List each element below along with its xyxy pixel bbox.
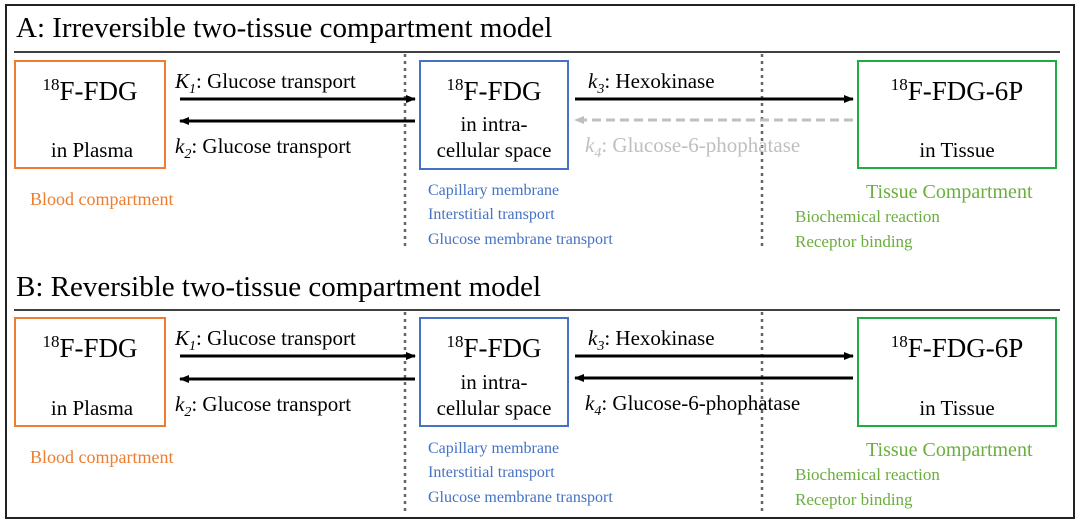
- intra-box-title: 18F-FDG: [446, 332, 541, 363]
- intra-box-location-line1: in intra-: [460, 370, 527, 394]
- k2-label: k2: Glucose transport: [175, 134, 351, 162]
- k2-label: k2: Glucose transport: [175, 392, 351, 420]
- intra-note-3: Glucose membrane transport: [428, 231, 613, 248]
- isotope-mass: 18: [42, 75, 59, 94]
- plasma-compartment-box: 18F-FDG in Plasma: [14, 317, 166, 427]
- k1-label: K1: Glucose transport: [174, 326, 356, 354]
- compound-name: F-FDG: [463, 333, 541, 363]
- compound-name: F-FDG: [59, 333, 137, 363]
- tissue-box-location: in Tissue: [919, 138, 994, 162]
- k3-label: k3: Hexokinase: [588, 69, 715, 97]
- compound-name: F-FDG: [463, 76, 541, 106]
- isotope-mass: 18: [891, 75, 908, 94]
- intra-box-location-line2: cellular space: [437, 396, 552, 420]
- panel-b: B: Reversible two-tissue compartment mod…: [14, 271, 1060, 512]
- intra-note-2: Interstitial transport: [428, 206, 555, 223]
- tissue-box-location: in Tissue: [919, 396, 994, 420]
- intracellular-compartment-box: 18F-FDG in intra- cellular space: [419, 60, 569, 170]
- compound-name: F-FDG-6P: [908, 333, 1024, 363]
- intra-box-title: 18F-FDG: [446, 75, 541, 106]
- isotope-mass: 18: [42, 332, 59, 351]
- plasma-box-location: in Plasma: [51, 138, 134, 162]
- k4-label: k4: Glucose-6-phophatase: [585, 391, 800, 419]
- panel-a: A: Irreversible two-tissue compartment m…: [14, 12, 1060, 251]
- intra-note-1: Capillary membrane: [428, 440, 559, 457]
- compound-name: F-FDG-6P: [908, 76, 1024, 106]
- isotope-mass: 18: [446, 75, 463, 94]
- intra-note-1: Capillary membrane: [428, 182, 559, 199]
- intra-box-location-line2: cellular space: [437, 138, 552, 162]
- intra-note-3: Glucose membrane transport: [428, 489, 613, 506]
- blood-compartment-label: Blood compartment: [30, 189, 173, 209]
- tissue-box-title: 18F-FDG-6P: [891, 332, 1024, 363]
- k3-label: k3: Hexokinase: [588, 326, 715, 354]
- intracellular-compartment-box: 18F-FDG in intra- cellular space: [419, 317, 569, 427]
- tissue-note-1: Biochemical reaction: [795, 207, 940, 226]
- blood-compartment-label: Blood compartment: [30, 447, 173, 467]
- k4-label: k4: Glucose-6-phophatase: [585, 133, 800, 161]
- isotope-mass: 18: [446, 332, 463, 351]
- tissue-note-1: Biochemical reaction: [795, 465, 940, 484]
- k1-label: K1: Glucose transport: [174, 69, 356, 97]
- tissue-note-2: Receptor binding: [795, 490, 913, 509]
- outer-frame: [5, 4, 1075, 519]
- tissue-compartment-box: 18F-FDG-6P in Tissue: [857, 317, 1057, 427]
- plasma-compartment-box: 18F-FDG in Plasma: [14, 60, 166, 169]
- plasma-box-location: in Plasma: [51, 396, 134, 420]
- plasma-box-title: 18F-FDG: [42, 332, 137, 363]
- isotope-mass: 18: [891, 332, 908, 351]
- tissue-box-title: 18F-FDG-6P: [891, 75, 1024, 106]
- tissue-compartment-label: Tissue Compartment: [866, 439, 1033, 461]
- tissue-compartment-label: Tissue Compartment: [866, 181, 1033, 203]
- plasma-box-title: 18F-FDG: [42, 75, 137, 106]
- intra-note-2: Interstitial transport: [428, 464, 555, 481]
- panel-a-title: A: Irreversible two-tissue compartment m…: [16, 12, 552, 44]
- panel-b-title: B: Reversible two-tissue compartment mod…: [16, 271, 541, 303]
- intra-box-location-line1: in intra-: [460, 112, 527, 136]
- tissue-note-2: Receptor binding: [795, 232, 913, 251]
- tissue-compartment-box: 18F-FDG-6P in Tissue: [857, 60, 1057, 169]
- compound-name: F-FDG: [59, 76, 137, 106]
